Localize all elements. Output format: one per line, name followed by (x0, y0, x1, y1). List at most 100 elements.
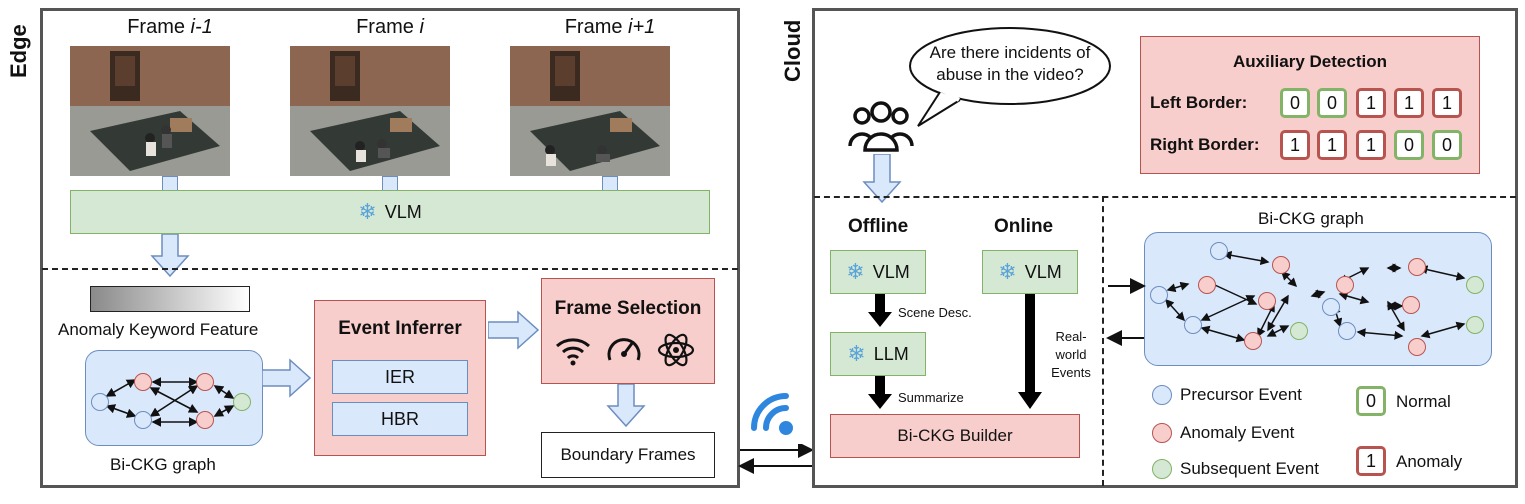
online-arrow (1018, 294, 1042, 409)
left-border-digit-4: 1 (1394, 88, 1424, 118)
online-vlm-label: VLM (1024, 261, 1062, 282)
edge-node-anomaly-1 (134, 373, 152, 391)
cloud-node-precursor-5 (1338, 322, 1356, 340)
cloud-node-subsequent-3 (1466, 316, 1484, 334)
cloud-node-subsequent-2 (1466, 276, 1484, 294)
ier-box: IER (332, 360, 468, 394)
selection-to-boundary-arrow (606, 384, 646, 428)
offline-arrow-1 (868, 294, 892, 327)
bi-ckg-builder-label: Bi-CKG Builder (897, 426, 1013, 445)
offline-vlm-box: ❄ VLM (830, 250, 926, 294)
frame-connector-next (602, 176, 618, 190)
legend-anomaly-digit-label: Anomaly (1396, 452, 1463, 471)
edge-vlm-label: VLM (384, 201, 422, 222)
cloud-node-anomaly-7 (1402, 296, 1420, 314)
right-border-digit-4: 0 (1394, 130, 1424, 160)
snowflake-icon: ❄ (998, 259, 1017, 284)
graph-to-inferrer-arrow (262, 358, 312, 398)
anomaly-keyword-gradient (90, 286, 250, 312)
right-border-digit-3: 1 (1356, 130, 1386, 160)
snowflake-icon: ❄ (846, 259, 865, 284)
legend-subsequent-swatch (1152, 459, 1172, 479)
cloud-node-anomaly-6 (1408, 258, 1426, 276)
edge-node-precursor-2 (134, 411, 152, 429)
cloud-node-precursor-2 (1150, 286, 1168, 304)
frame-image-next (510, 46, 670, 176)
boundary-frames-box: Boundary Frames (541, 432, 715, 478)
offline-title: Offline (848, 216, 909, 237)
edge-label: Edge (6, 24, 31, 78)
legend-precursor-swatch (1152, 385, 1172, 405)
offline-arrow-2 (868, 376, 892, 409)
cloud-graph-io-arrows (1106, 278, 1146, 346)
query-down-arrow (862, 154, 902, 204)
offline-vlm-label: VLM (872, 261, 910, 282)
frame-connector-current (382, 176, 398, 190)
cloud-node-precursor-3 (1184, 316, 1202, 334)
wireless-link-icon (751, 393, 793, 435)
atom-icon (657, 333, 695, 367)
event-inferrer-title: Event Inferrer (338, 318, 462, 339)
left-border-digit-1: 0 (1280, 88, 1310, 118)
edge-node-subsequent-1 (233, 393, 251, 411)
scene-desc-label: Scene Desc. (898, 305, 972, 320)
snowflake-icon: ❄ (847, 341, 866, 366)
cloud-node-anomaly-5 (1336, 276, 1354, 294)
query-text: Are there incidents of abuse in the vide… (929, 43, 1091, 84)
frame-image-prev (70, 46, 230, 176)
cloud-node-precursor-1 (1210, 242, 1228, 260)
online-title: Online (994, 216, 1054, 237)
summarize-label: Summarize (898, 390, 964, 405)
cloud-graph-title: Bi-CKG graph (1258, 209, 1364, 228)
left-border-digit-5: 1 (1432, 88, 1462, 118)
real-world-events-label: Real-world Events (1051, 329, 1091, 380)
cloud-node-subsequent-1 (1290, 322, 1308, 340)
legend-normal-label: Normal (1396, 392, 1451, 411)
edge-graph-label: Bi-CKG graph (110, 455, 216, 474)
cloud-separator-v (1102, 196, 1104, 486)
legend-anomaly-label: Anomaly Event (1180, 423, 1295, 442)
user-group-icon (848, 101, 914, 152)
edge-vlm-bar: ❄ VLM (70, 190, 710, 234)
right-border-digit-2: 1 (1317, 130, 1347, 160)
left-border-digit-3: 1 (1356, 88, 1386, 118)
speedometer-icon (607, 338, 641, 361)
frame-caption-prev: Frame i-1 (127, 16, 213, 38)
anomaly-keyword-label: Anomaly Keyword Feature (58, 320, 259, 339)
cloud-node-anomaly-3 (1258, 292, 1276, 310)
cloud-label: Cloud (780, 19, 805, 82)
cloud-graph-edges (1164, 250, 1466, 343)
edge-cloud-link-arrows (738, 444, 814, 474)
frame-image-current (290, 46, 450, 176)
legend-anomaly-digit-swatch: 1 (1356, 446, 1386, 476)
legend-normal-swatch: 0 (1356, 386, 1386, 416)
edge-node-anomaly-3 (196, 411, 214, 429)
edge-graph-edges (105, 377, 235, 427)
left-border-label: Left Border: (1150, 93, 1248, 112)
right-border-digit-1: 1 (1280, 130, 1310, 160)
offline-llm-box: ❄ LLM (830, 332, 926, 376)
right-border-label: Right Border: (1150, 135, 1260, 154)
snowflake-icon: ❄ (358, 199, 377, 224)
frame-caption-current: Frame i (356, 16, 424, 38)
legend-precursor-label: Precursor Event (1180, 385, 1302, 404)
edge-separator (42, 268, 738, 270)
cloud-node-anomaly-4 (1244, 332, 1262, 350)
frame-caption-next: Frame i+1 (564, 16, 656, 38)
frame-selection-title: Frame Selection (554, 298, 702, 319)
edge-node-precursor-1 (91, 393, 109, 411)
right-border-digit-5: 0 (1432, 130, 1462, 160)
inferrer-to-selection-arrow (488, 310, 540, 350)
offline-llm-label: LLM (873, 343, 909, 364)
online-vlm-box: ❄ VLM (982, 250, 1078, 294)
cloud-node-precursor-4 (1322, 298, 1340, 316)
edge-down-arrow (150, 234, 190, 278)
bi-ckg-builder-box: Bi-CKG Builder (830, 414, 1080, 458)
hbr-box: HBR (332, 402, 468, 436)
auxiliary-detection-title: Auxiliary Detection (1233, 52, 1387, 71)
legend-subsequent-label: Subsequent Event (1180, 459, 1319, 478)
cloud-node-anomaly-8 (1408, 338, 1426, 356)
wifi-icon (556, 338, 590, 366)
edge-node-anomaly-2 (196, 373, 214, 391)
legend-anomaly-swatch (1152, 423, 1172, 443)
